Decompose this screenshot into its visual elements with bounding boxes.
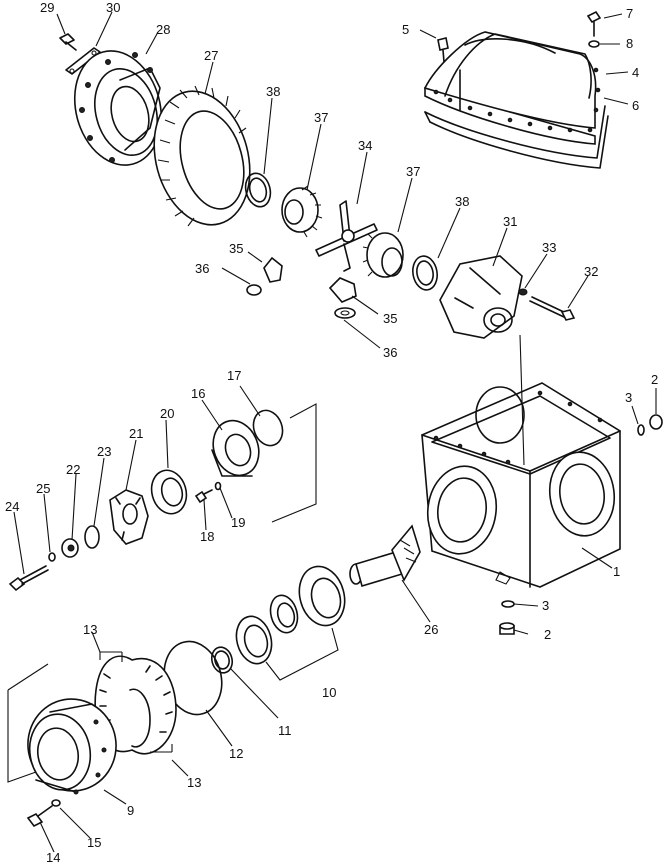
part-washer-36-left [246, 284, 262, 296]
part-case-31 [439, 255, 523, 339]
bracket-17 [271, 403, 317, 523]
leader-line-31-to-1 [519, 334, 525, 466]
part-washer-15 [51, 799, 61, 807]
part-plug-2-top [649, 414, 663, 430]
callout-31: 31 [503, 214, 517, 229]
callout-18: 18 [200, 529, 214, 544]
part-case-28 [73, 50, 163, 166]
part-housing-1 [421, 382, 621, 588]
part-bevel-pinion-26 [349, 524, 421, 588]
callout-2-bottom: 2 [544, 627, 551, 642]
part-oring-23 [84, 525, 100, 549]
callout-11: 11 [278, 723, 292, 738]
callout-13-bottom: 13 [187, 775, 201, 790]
part-bolt-7 [586, 10, 602, 37]
part-seal-16 [211, 419, 260, 477]
part-bearing-20 [150, 469, 188, 515]
callout-34: 34 [358, 138, 372, 153]
part-flange-21 [109, 489, 149, 545]
callout-8: 8 [626, 36, 633, 51]
callout-4: 4 [632, 65, 639, 80]
callout-29: 29 [40, 0, 54, 15]
part-bearing-10-small [235, 615, 273, 665]
part-bearing-10-middle [269, 594, 299, 634]
callout-13-top: 13 [83, 622, 97, 637]
callout-10: 10 [322, 685, 336, 700]
part-retainer-9 [27, 698, 117, 795]
callout-16: 16 [191, 386, 205, 401]
callout-3-bottom: 3 [542, 598, 549, 613]
part-breather-5 [437, 37, 449, 63]
part-side-gear-37-right [362, 232, 404, 278]
callout-33: 33 [542, 240, 556, 255]
part-oring-3-bottom [501, 600, 515, 608]
callout-38-right: 38 [455, 194, 469, 209]
part-bearing-10-large [298, 565, 346, 627]
callout-27: 27 [204, 48, 218, 63]
callout-23: 23 [97, 444, 111, 459]
part-washer-8 [588, 40, 600, 48]
callout-14: 14 [46, 850, 60, 865]
part-gasket-6 [424, 105, 609, 169]
callout-36-left: 36 [195, 261, 209, 276]
callout-15: 15 [87, 835, 101, 850]
callout-6: 6 [632, 98, 639, 113]
part-washer-36-right [334, 307, 356, 319]
part-ring-11 [210, 646, 234, 674]
part-washer-25 [48, 552, 56, 562]
callout-12: 12 [229, 746, 243, 761]
part-washer-22 [61, 538, 79, 558]
callout-38-left: 38 [266, 84, 280, 99]
callout-labels: 29 30 28 27 38 37 34 37 38 35 36 35 36 3… [5, 0, 658, 865]
part-bolt-24 [8, 565, 49, 592]
frame-9 [7, 663, 49, 783]
part-ring-gear-27 [153, 85, 251, 227]
part-cover-4 [423, 31, 601, 145]
callout-19: 19 [231, 515, 245, 530]
bracket-13-top [99, 651, 123, 662]
part-nut-33 [518, 288, 528, 296]
bracket-10 [265, 627, 339, 681]
part-plug-2-bottom [499, 622, 515, 635]
callout-20: 20 [160, 406, 174, 421]
callout-36-right: 36 [383, 345, 397, 360]
callout-26: 26 [424, 622, 438, 637]
callout-37-right: 37 [406, 164, 420, 179]
callout-3-top: 3 [625, 390, 632, 405]
callout-28: 28 [156, 22, 170, 37]
part-side-gear-37-left [281, 185, 323, 238]
callout-25: 25 [36, 481, 50, 496]
callout-37-left: 37 [314, 110, 328, 125]
part-pinion-35-right [328, 277, 357, 303]
callout-24: 24 [5, 499, 19, 514]
part-washer-38-left [244, 172, 272, 208]
callout-1: 1 [613, 564, 620, 579]
callout-21: 21 [129, 426, 143, 441]
part-bolt-32 [529, 296, 576, 321]
part-bolt-14 [26, 805, 53, 828]
callout-9: 9 [127, 803, 134, 818]
callout-22: 22 [66, 462, 80, 477]
callout-5: 5 [402, 22, 409, 37]
callout-7: 7 [626, 6, 633, 21]
leader-lines [13, 11, 657, 853]
part-shims-13 [94, 655, 177, 755]
bracket-13-bottom [150, 744, 173, 753]
callout-2-top: 2 [651, 372, 658, 387]
callout-32: 32 [584, 264, 598, 279]
part-bolt-29 [59, 33, 77, 51]
callout-35-right: 35 [383, 311, 397, 326]
callout-17: 17 [227, 368, 241, 383]
part-oring-17 [252, 409, 284, 447]
part-bolt-18 [194, 489, 213, 504]
part-oring-3-top [637, 424, 645, 436]
part-washer-19 [214, 481, 222, 491]
part-spider-34 [315, 200, 378, 272]
callout-30: 30 [106, 0, 120, 15]
callout-35-left: 35 [229, 241, 243, 256]
part-pinion-35-left [263, 256, 283, 283]
part-washer-38-right [412, 255, 438, 291]
